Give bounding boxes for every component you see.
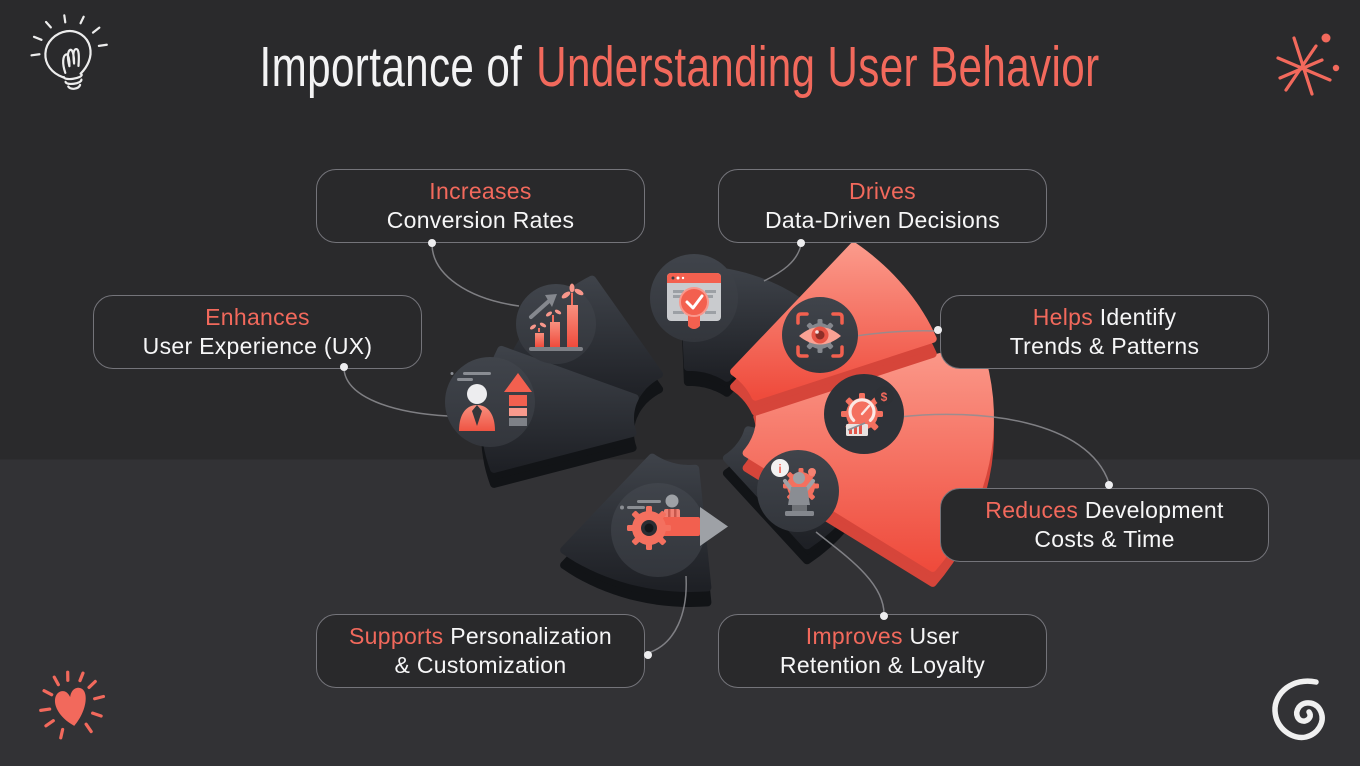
eye-scan-icon: [782, 297, 858, 373]
info-badge: [771, 459, 789, 477]
connector-drives: [763, 244, 802, 282]
card-line2: Retention & Loyalty: [779, 652, 986, 678]
growth-bars-icon: [516, 283, 596, 364]
card-line2: Costs & Time: [1034, 526, 1175, 552]
card-improves-user-retention: Improves User Retention & Loyalty: [718, 614, 1047, 688]
card-line1: Reduces Development: [985, 497, 1224, 523]
connector-reduces: [898, 413, 1110, 484]
connector-enhances: [343, 368, 449, 417]
card-enhances-user-experience: Enhances User Experience (UX): [93, 295, 422, 369]
cost-gauge-gear-icon: $: [824, 374, 904, 454]
card-line1: Helps Identify: [1032, 304, 1177, 330]
personalization-gear-arrow-icon: [611, 483, 728, 577]
title-prefix: Importance of: [260, 35, 523, 99]
connector-improves: [815, 531, 885, 615]
card-reduces-development-costs: Reduces Development Costs & Time: [940, 488, 1269, 562]
card-line2: User Experience (UX): [142, 333, 373, 359]
card-line1: Drives: [849, 178, 916, 204]
connector-increases: [431, 244, 520, 307]
card-line2: Data-Driven Decisions: [764, 207, 1001, 233]
heart-doodle: [39, 670, 106, 740]
analytics-browser-icon: [650, 254, 738, 342]
sparkle-doodle: [1276, 33, 1340, 96]
connector-helps: [855, 330, 937, 337]
card-line1: Improves User: [805, 623, 960, 649]
card-supports-personalization: Supports Personalization & Customization: [316, 614, 645, 688]
happy-user-icon: i: [757, 450, 839, 532]
lightbulb-doodle: [30, 14, 108, 90]
dollar-badge: [874, 386, 894, 406]
info-badge-glyph: i: [778, 462, 781, 476]
user-growth-arrow-icon: [445, 357, 535, 447]
connector-supports: [647, 575, 687, 654]
card-line2: Trends & Patterns: [1009, 333, 1200, 359]
connector-lines: [343, 244, 1110, 654]
title-highlight: Understanding User Behavior: [536, 35, 1100, 99]
spiral-doodle: [1272, 678, 1325, 741]
card-line1: Increases: [429, 178, 532, 204]
dollar-badge-glyph: $: [881, 390, 888, 404]
card-helps-identify-trends: Helps Identify Trends & Patterns: [940, 295, 1269, 369]
card-line1: Enhances: [205, 304, 310, 330]
card-increases-conversion-rates: Increases Conversion Rates: [316, 169, 645, 243]
card-drives-data-driven-decisions: Drives Data-Driven Decisions: [718, 169, 1047, 243]
card-line2: & Customization: [394, 652, 567, 678]
card-line1: Supports Personalization: [349, 623, 612, 649]
card-line2: Conversion Rates: [386, 207, 575, 233]
